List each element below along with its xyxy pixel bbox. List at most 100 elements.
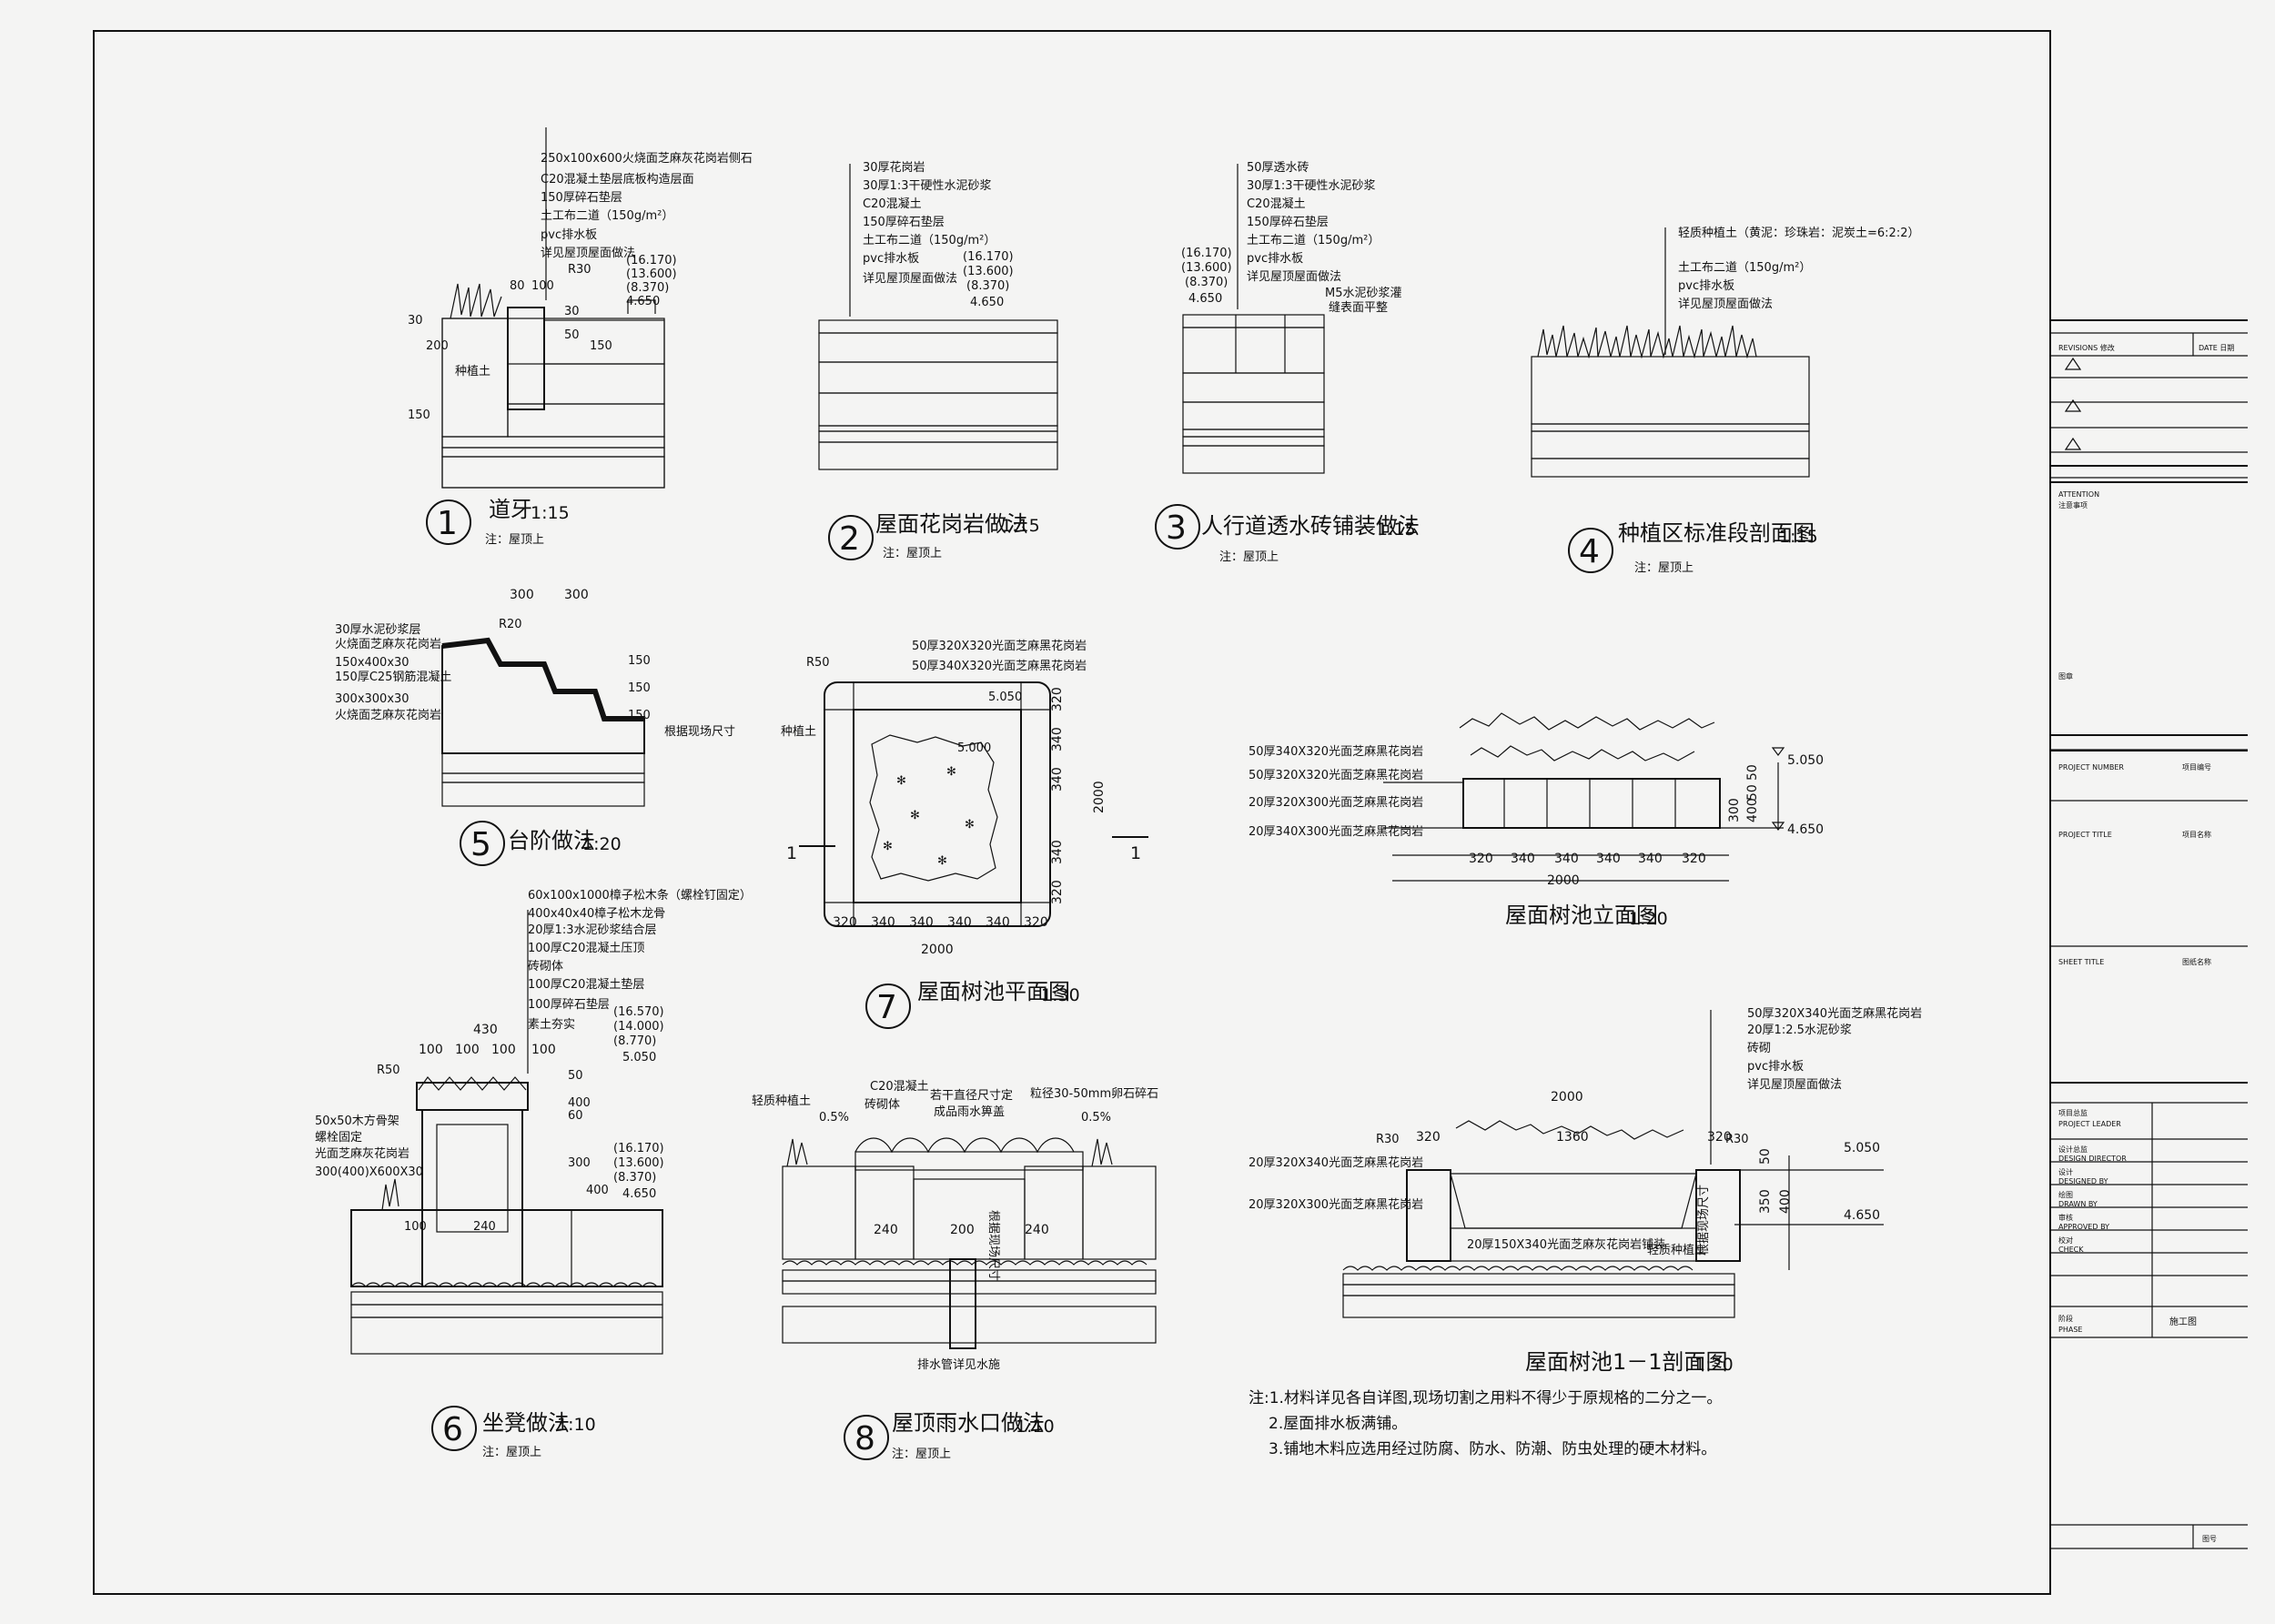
detail-5-title: 5 台阶做法 1:20	[460, 821, 622, 866]
detail-number-circle	[865, 983, 911, 1029]
detail-7-text: 50厚320X320光面芝麻黑花岗岩 50厚340X320光面芝麻黑花岗岩 种植…	[781, 639, 1141, 957]
title-block: REVISIONS 修改 DATE 日期 ATTENTION 注意事项 图章 P…	[2058, 343, 2234, 1543]
d7-layer: 50厚320X320光面芝麻黑花岗岩	[912, 639, 1087, 653]
d3-elev: 4.650	[1188, 292, 1222, 306]
d6-dim: 100	[531, 1043, 556, 1057]
d6-scale: 1:10	[557, 1415, 596, 1435]
tb-phase-en: PHASE	[2058, 1326, 2082, 1334]
d7-col: 320	[1050, 880, 1065, 904]
d7-total-v: 2000	[1092, 781, 1107, 813]
tb-phase-val: 施工图	[2169, 1316, 2197, 1327]
detail-number-circle	[844, 1415, 889, 1460]
d8-sub: 注：屋顶上	[892, 1447, 951, 1461]
d6-dim: 430	[473, 1023, 498, 1037]
svg-text:✻: ✻	[965, 818, 975, 832]
section-title: 屋面树池1－1剖面图 1:20	[1525, 1349, 1734, 1375]
sec-left: 20厚320X300光面芝麻黑花岗岩	[1249, 1197, 1423, 1212]
d3-elev: (16.170)	[1181, 247, 1232, 260]
elevation-title: 屋面树池立面图 1:20	[1505, 903, 1668, 929]
d8-scale: 1:10	[1016, 1417, 1055, 1437]
d2-sub: 注：屋顶上	[883, 547, 942, 560]
detail-3-title: 3 人行道透水砖铺装做法 1:15 注：屋顶上	[1155, 504, 1420, 564]
d6-sub: 注：屋顶上	[482, 1446, 541, 1459]
d3-elev: (8.370)	[1185, 276, 1228, 289]
d7-label: 5.050	[988, 691, 1022, 704]
sec-layer: 50厚320X340光面芝麻黑花岗岩	[1747, 1006, 1922, 1021]
elev-row: 340	[1638, 852, 1663, 866]
d4-sub: 注：屋顶上	[1634, 561, 1694, 575]
sec-left: 20厚320X340光面芝麻黑花岗岩	[1249, 1155, 1423, 1170]
d2-number: 2	[839, 520, 860, 558]
d2-scale: 1:15	[1001, 516, 1040, 536]
d6-dim: 400	[586, 1184, 609, 1197]
d7-layer: 50厚340X320光面芝麻黑花岗岩	[912, 659, 1087, 673]
d7-label: 5.000	[957, 741, 991, 755]
elev-title: 屋面树池立面图	[1505, 903, 1658, 928]
d6-dim: 50	[568, 1069, 583, 1083]
d6-layer: 砖砌体	[528, 960, 563, 973]
sec-label: 轻质种植土	[1647, 1244, 1706, 1257]
detail-2-granite	[818, 164, 1058, 470]
d3-sub: 注：屋顶上	[1219, 550, 1279, 564]
tb-date: DATE 日期	[2199, 344, 2234, 352]
sec-dim: 320	[1416, 1130, 1441, 1145]
d6-layer: 素土夯实	[528, 1018, 575, 1032]
svg-text:✻: ✻	[896, 774, 906, 788]
detail-2-layer-text: 30厚花岗岩 30厚1:3干硬性水泥砂浆 C20混凝土 150厚碎石垫层 土工布…	[863, 160, 1014, 309]
sec-layer: 砖砌	[1747, 1042, 1771, 1055]
d6-dim: 100	[419, 1043, 443, 1057]
d3-layer: 详见屋顶屋面做法	[1247, 270, 1341, 284]
d6-layer: 400x40x40樟子松木龙骨	[528, 907, 665, 921]
tb-role-cn: 校对	[2058, 1236, 2073, 1245]
d3-layer: 30厚1:3干硬性水泥砂浆	[1247, 179, 1375, 193]
d5-dim: 300	[564, 588, 589, 602]
detail-8-title: 8 屋顶雨水口做法 1:10 注：屋顶上	[844, 1410, 1055, 1461]
d5-layer: 150厚C25钢筋混凝土	[335, 670, 451, 684]
d5-layer: 火烧面芝麻灰花岗岩	[335, 708, 441, 722]
d6-left: 螺栓固定	[315, 1131, 362, 1145]
d4-layer: 土工布二道（150g/m²）	[1678, 261, 1811, 275]
d1-dim: R30	[568, 263, 592, 277]
elev-side: 50	[1745, 764, 1760, 781]
note-line: 2.屋面排水板满铺。	[1269, 1415, 1407, 1433]
d1-dim: 30	[564, 305, 580, 318]
d2-elev: (16.170)	[963, 250, 1014, 264]
tb-project-title-cn: 项目名称	[2182, 830, 2211, 839]
d7-label: R50	[806, 656, 830, 670]
d1-scale: 1:15	[531, 503, 570, 523]
detail-7-plan: ✻✻ ✻✻ ✻✻	[799, 681, 1148, 927]
d1-dim: 30	[408, 314, 423, 328]
d1-number: 1	[437, 505, 458, 542]
d7-total: 2000	[921, 943, 954, 957]
note-line: 3.铺地木料应选用经过防腐、防水、防潮、防虫处理的硬木材料。	[1269, 1440, 1716, 1458]
d8-label: 根据现场尺寸	[986, 1210, 1000, 1281]
d6-elev: (8.770)	[613, 1034, 656, 1048]
d7-label: 1	[1130, 843, 1141, 863]
sec-label: R30	[1376, 1133, 1400, 1146]
d5-scale: 1:20	[582, 834, 622, 854]
d6-elev: (8.370)	[613, 1171, 656, 1185]
detail-6-layer-text: 60x100x1000樟子松木条（螺栓钉固定） 400x40x40樟子松木龙骨 …	[315, 888, 752, 1234]
d2-elev: 4.650	[970, 296, 1004, 309]
d6-dim: 60	[568, 1109, 583, 1123]
d2-layer: 30厚1:3干硬性水泥砂浆	[863, 179, 991, 193]
detail-4-title: 4 种植区标准段剖面图 1:15 注：屋顶上	[1568, 520, 1818, 575]
tb-role-cn: 设计	[2058, 1167, 2073, 1176]
d4-layer: pvc排水板	[1678, 279, 1734, 293]
tb-sheet-title-cn: 图纸名称	[2182, 957, 2211, 966]
tb-role-en: DESIGN DIRECTOR	[2058, 1155, 2127, 1163]
elev-side: 50	[1745, 784, 1760, 801]
d6-dim: 100	[455, 1043, 480, 1057]
sec-dim: 50	[1758, 1148, 1773, 1165]
d6-elev: (16.170)	[613, 1142, 664, 1155]
revision-triangle-icon	[2064, 357, 2082, 450]
d6-dim: 100	[404, 1220, 427, 1234]
d8-title: 屋顶雨水口做法	[892, 1410, 1045, 1436]
d6-elev: (14.000)	[613, 1020, 664, 1034]
sec-layer: pvc排水板	[1747, 1060, 1804, 1074]
d3-layer: 150厚碎石垫层	[1247, 215, 1329, 229]
d1-layer: pvc排水板	[541, 228, 597, 242]
d7-col: 340	[1050, 767, 1065, 792]
tb-role-cn: 项目总监	[2058, 1108, 2088, 1117]
tb-project-number: PROJECT NUMBER	[2058, 763, 2124, 772]
